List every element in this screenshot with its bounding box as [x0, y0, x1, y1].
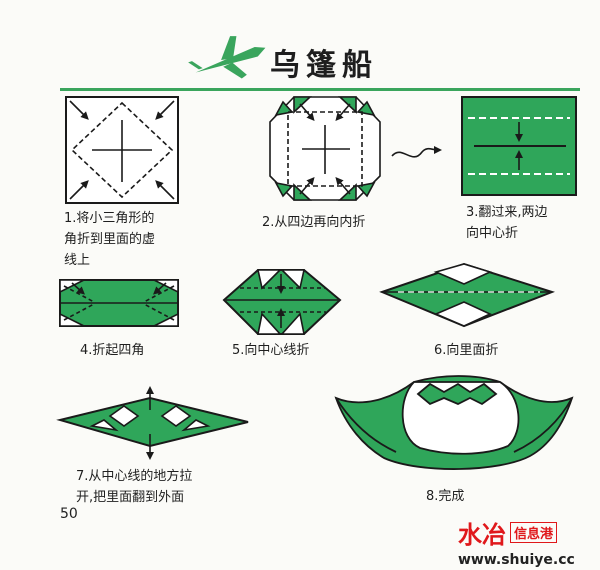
header: 乌篷船	[0, 0, 600, 91]
step-5-caption: 5.向中心线折	[232, 343, 310, 358]
page-number: 50	[60, 506, 78, 522]
step-2-figure	[269, 96, 381, 201]
step-8-figure	[334, 375, 574, 470]
step-4-caption: 4.折起四角	[80, 343, 145, 358]
plane-logo-icon	[188, 36, 266, 79]
step-3-caption: 3.翻过来,两边 向中心折	[466, 205, 548, 241]
watermark-box: 信息港	[510, 522, 558, 543]
step-7-figure	[56, 386, 249, 460]
step-2-caption: 2.从四边再向内折	[262, 215, 366, 230]
page-title: 乌篷船	[270, 48, 378, 83]
step-1-figure	[65, 96, 179, 204]
watermark-brand: 水冶	[458, 521, 506, 549]
step-7-caption: 7.从中心线的地方拉 开,把里面翻到外面	[76, 469, 193, 505]
flip-arrow-icon	[391, 145, 442, 158]
title-underline	[60, 88, 580, 91]
step-8-caption: 8.完成	[426, 489, 465, 504]
watermark-url: www.shuiye.cc	[458, 552, 575, 568]
step-3-figure	[461, 96, 577, 196]
step-5-figure	[222, 269, 342, 335]
watermark: 水冶 信息港 www.shuiye.cc	[458, 515, 598, 568]
step-6-caption: 6.向里面折	[434, 343, 499, 358]
step-6-figure	[379, 262, 556, 328]
step-4-figure	[59, 279, 179, 327]
step-1-caption: 1.将小三角形的 角折到里面的虚 线上	[64, 211, 156, 268]
